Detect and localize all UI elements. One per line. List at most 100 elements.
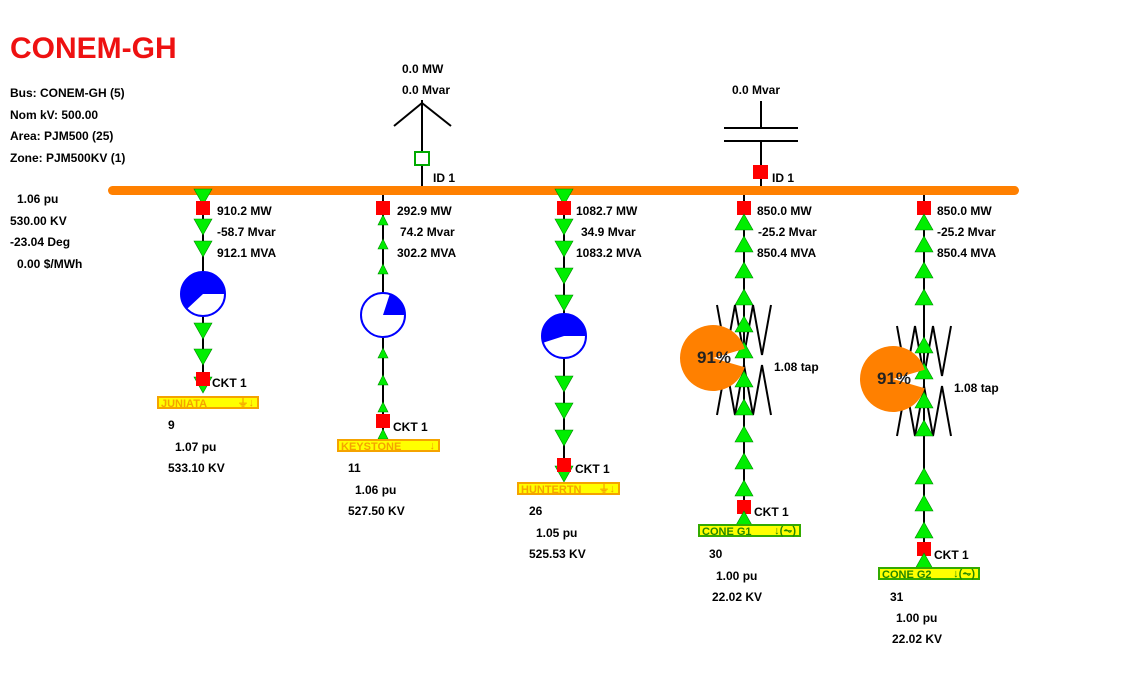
- branch-juniata-mw: 910.2 MW: [217, 204, 272, 218]
- bus-coneg1-name: CONE G1: [702, 526, 752, 538]
- flow-arrow-icon: [734, 315, 754, 333]
- area-label: Area: PJM500 (25): [10, 129, 114, 143]
- load-arrow-icon: ↓: [429, 440, 436, 452]
- flow-arrow-icon: [914, 467, 934, 485]
- flow-arrow-icon: [914, 521, 934, 539]
- flow-arrow-icon: [734, 479, 754, 497]
- bus-keystone-name: KEYSTONE: [341, 441, 402, 453]
- flow-arrow-icon: [193, 218, 213, 236]
- bus-coneg2-name: CONE G2: [882, 569, 932, 581]
- flow-arrow-icon: [377, 428, 389, 440]
- bus-coneg2-kv: 22.02 KV: [892, 632, 943, 646]
- flow-arrow-icon: [554, 188, 574, 206]
- branch-juniata-end-breaker[interactable]: [196, 372, 210, 386]
- branch-juniata-breaker[interactable]: [196, 201, 210, 215]
- branch-coneg1-mvar: -25.2 Mvar: [758, 225, 817, 239]
- flow-arrow-icon: [554, 402, 574, 420]
- flow-arrow-icon: [377, 238, 389, 250]
- branch-huntertn-mva: 1083.2 MVA: [576, 246, 642, 260]
- branch-coneg1-mw: 850.0 MW: [757, 204, 812, 218]
- flow-arrow-icon: [734, 261, 754, 279]
- flow-arrow-icon: [193, 188, 213, 206]
- xfmr-coneg2-loading-label: 91%: [877, 369, 912, 388]
- branch-coneg2-end-breaker[interactable]: [917, 542, 931, 556]
- flow-arrow-icon: [193, 348, 213, 366]
- shunt-mvar-label: 0.0 Mvar: [732, 83, 781, 97]
- bus-huntertn-kv: 525.53 KV: [529, 547, 586, 561]
- load-id-label: ID 1: [433, 171, 456, 185]
- branch-huntertn-ckt: CKT 1: [575, 462, 610, 476]
- branch-coneg2-mw: 850.0 MW: [937, 204, 992, 218]
- bus-coneg1-pu: 1.00 pu: [716, 569, 758, 583]
- flow-arrow-icon: [377, 347, 389, 359]
- flow-arrow-icon: [914, 288, 934, 306]
- flow-arrow-icon: [377, 374, 389, 386]
- shunt-capacitor-symbol[interactable]: [724, 101, 798, 190]
- bus-juniata-pu: 1.07 pu: [175, 440, 217, 454]
- branch-keystone-loading-gauge-fill: [383, 294, 405, 315]
- branch-huntertn-loading-gauge-fill: [542, 313, 586, 343]
- branch-huntertn-mw: 1082.7 MW: [576, 204, 638, 218]
- xfmr-coneg1-loading-pie: [679, 325, 745, 391]
- flow-arrow-icon: [914, 336, 934, 354]
- branch-keystone-end-breaker[interactable]: [376, 414, 390, 428]
- bus-pu-label: 1.06 pu: [17, 192, 59, 206]
- generator-icon: ↓(⏦): [953, 568, 975, 580]
- load-mvar-label: 0.0 Mvar: [402, 83, 451, 97]
- bus-juniata-kv: 533.10 KV: [168, 461, 225, 475]
- bus-juniata[interactable]: JUNIATA ⏚↓: [157, 396, 259, 410]
- flow-arrow-icon: [914, 261, 934, 279]
- flow-arrow-icon: [377, 401, 389, 413]
- nom-kv-label: Nom kV: 500.00: [10, 108, 99, 122]
- flow-arrow-icon: [734, 288, 754, 306]
- branch-huntertn-end-breaker[interactable]: [557, 458, 571, 472]
- flow-arrow-icon: [554, 294, 574, 312]
- branch-coneg1-end-breaker[interactable]: [737, 500, 751, 514]
- load-breaker-open[interactable]: [414, 151, 430, 166]
- branch-coneg1-breaker[interactable]: [737, 201, 751, 215]
- flow-arrow-icon: [377, 263, 389, 275]
- shunt-breaker-closed[interactable]: [753, 165, 768, 179]
- flow-arrow-icon: [554, 429, 574, 447]
- branch-juniata-ckt: CKT 1: [212, 376, 247, 390]
- bus-coneg2-pu: 1.00 pu: [896, 611, 938, 625]
- bus-keystone[interactable]: KEYSTONE ↓: [337, 439, 440, 453]
- bus-kv-label: 530.00 KV: [10, 214, 67, 228]
- branch-coneg2-breaker[interactable]: [917, 201, 931, 215]
- bus-coneg1[interactable]: CONE G1 ↓(⏦): [698, 524, 801, 538]
- branch-huntertn-breaker[interactable]: [557, 201, 571, 215]
- flow-arrow-icon: [734, 452, 754, 470]
- branch-coneg2-ckt: CKT 1: [934, 548, 969, 562]
- branches-layer: [180, 188, 952, 570]
- branch-juniata-loading-gauge-fill: [181, 271, 225, 310]
- shunt-id-label: ID 1: [772, 171, 795, 185]
- branch-huntertn-mvar: 34.9 Mvar: [581, 225, 636, 239]
- flow-arrow-icon: [914, 419, 934, 437]
- load-symbol[interactable]: [393, 100, 452, 190]
- bus-price-label: 0.00 $/MWh: [17, 257, 83, 271]
- bus-coneg2[interactable]: CONE G2 ↓(⏦): [878, 567, 980, 581]
- flow-arrow-icon: [914, 213, 934, 231]
- bus-title: CONEM-GH: [10, 32, 177, 65]
- bus-huntertn[interactable]: HUNTERTN ⏚↓: [517, 482, 620, 496]
- bus-juniata-number: 9: [168, 418, 175, 432]
- generator-icon: ↓(⏦): [774, 525, 796, 537]
- branch-keystone-breaker[interactable]: [376, 201, 390, 215]
- branch-juniata-mva: 912.1 MVA: [217, 246, 277, 260]
- bus-keystone-pu: 1.06 pu: [355, 483, 397, 497]
- xfmr-coneg1-loading-label: 91%: [697, 348, 732, 367]
- zone-label: Zone: PJM500KV (1): [10, 151, 126, 165]
- bus-keystone-kv: 527.50 KV: [348, 504, 405, 518]
- flow-arrow-icon: [734, 213, 754, 231]
- bus-huntertn-name: HUNTERTN: [521, 484, 582, 496]
- branch-keystone-mw: 292.9 MW: [397, 204, 452, 218]
- branch-coneg1-mva: 850.4 MVA: [757, 246, 817, 260]
- bus-keystone-number: 11: [348, 461, 361, 475]
- flow-arrow-icon: [193, 322, 213, 340]
- branch-keystone-mva: 302.2 MVA: [397, 246, 457, 260]
- flow-arrow-icon: [914, 391, 934, 409]
- bus-coneg2-number: 31: [890, 590, 904, 604]
- branch-keystone-ckt: CKT 1: [393, 420, 428, 434]
- load-mw-label: 0.0 MW: [402, 62, 444, 76]
- flow-arrow-icon: [193, 240, 213, 258]
